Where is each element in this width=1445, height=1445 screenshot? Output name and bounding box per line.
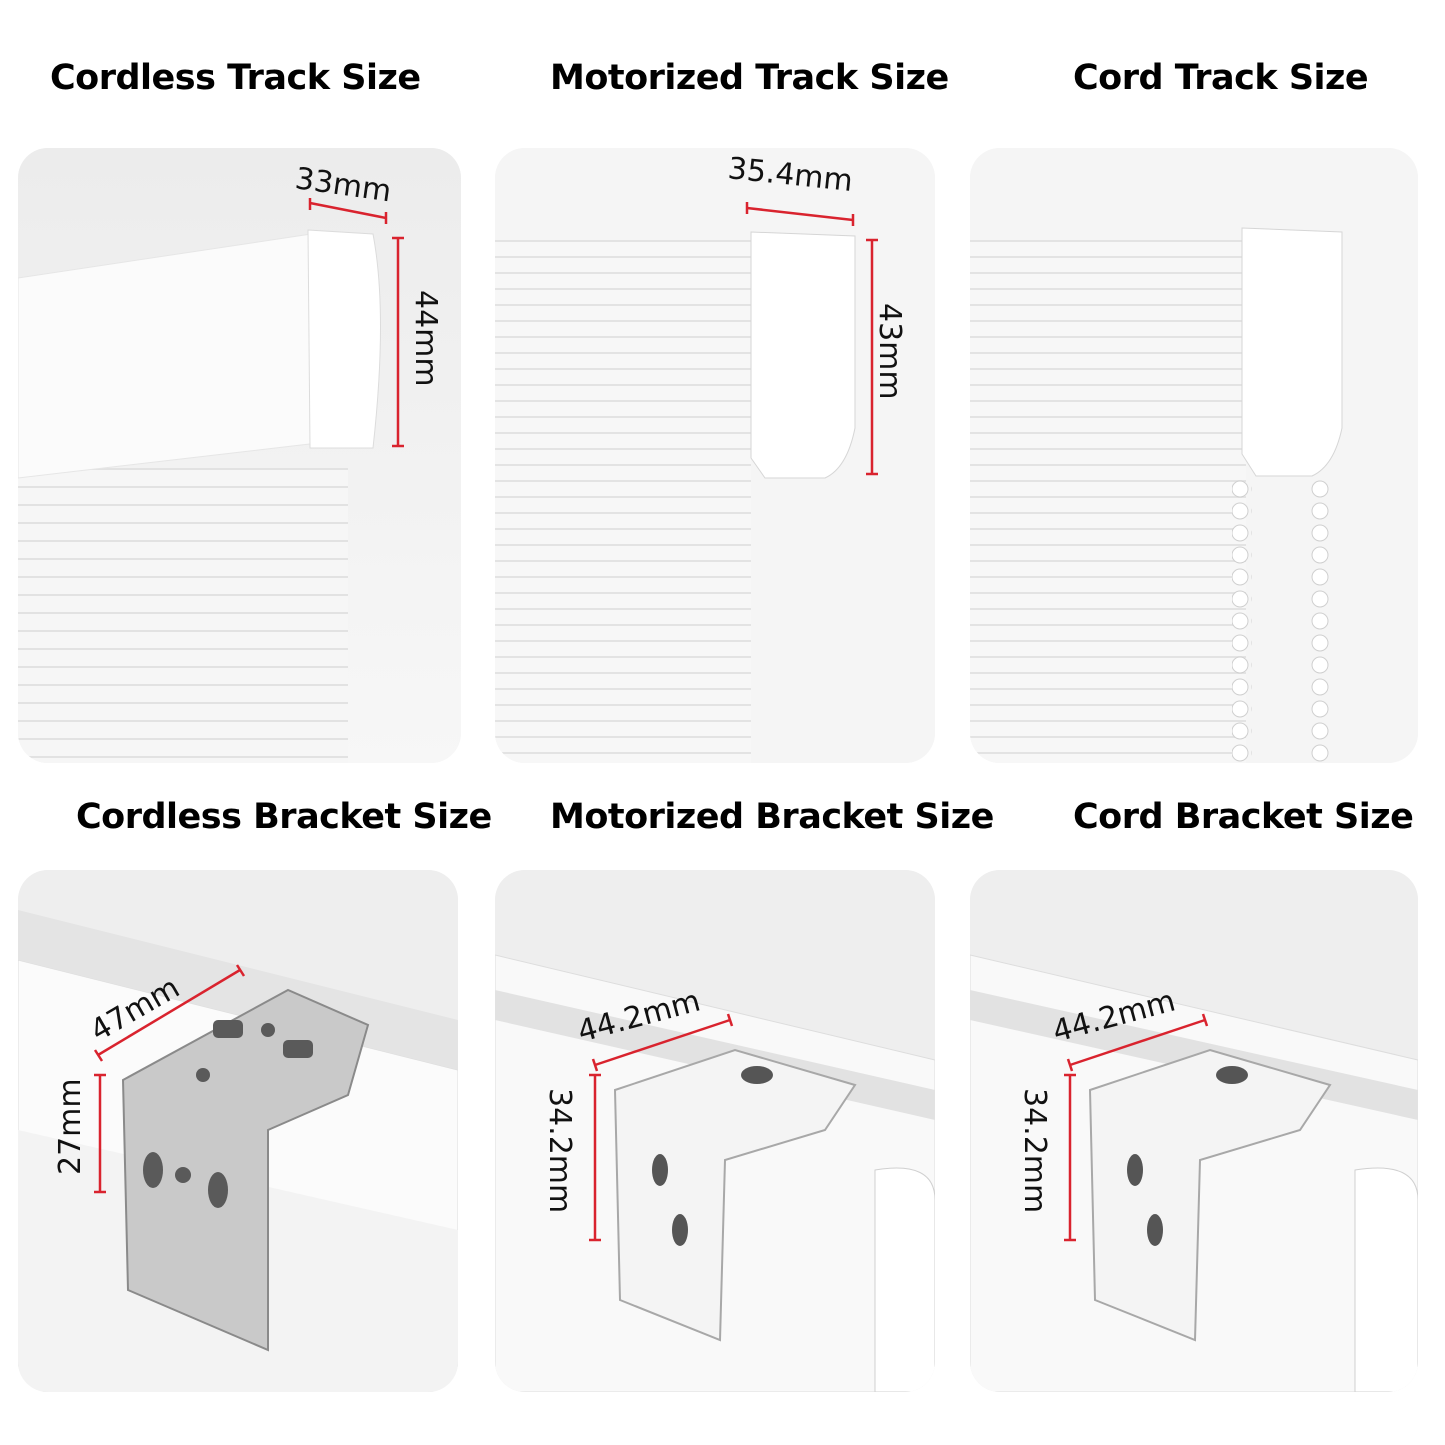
- cordless-track-height: 44mm: [408, 290, 443, 387]
- motorized-bracket-height: 34.2mm: [542, 1088, 577, 1213]
- shade-fabric: [970, 240, 1246, 763]
- bead-chain-left: [1232, 478, 1252, 763]
- cord-bracket-photo: 44.2mm 34.2mm: [970, 870, 1418, 1392]
- cord-bracket-height: 34.2mm: [1017, 1088, 1052, 1213]
- metal-bracket: [613, 1048, 857, 1342]
- cord-track-title: Cord Track Size: [1073, 58, 1369, 98]
- metal-bracket: [121, 988, 370, 1352]
- cordless-bracket-photo: 47mm 27mm: [18, 870, 458, 1392]
- cordless-track-photo: 33mm 44mm: [18, 148, 461, 763]
- motorized-track-title: Motorized Track Size: [550, 58, 949, 98]
- cordless-bracket-height: 27mm: [53, 1078, 88, 1175]
- cordless-track-title: Cordless Track Size: [50, 58, 421, 98]
- cordless-bracket-title: Cordless Bracket Size: [76, 797, 492, 837]
- end-cap: [1241, 227, 1343, 477]
- end-cap: [874, 1167, 935, 1392]
- motorized-track-photo: 35.4mm 43mm: [495, 148, 935, 763]
- shade-fabric: [495, 240, 751, 763]
- metal-bracket: [1088, 1048, 1332, 1342]
- cord-track-photo: [970, 148, 1418, 763]
- motorized-track-height: 43mm: [872, 303, 907, 400]
- motorized-bracket-photo: 44.2mm 34.2mm: [495, 870, 935, 1392]
- motorized-bracket-title: Motorized Bracket Size: [550, 797, 994, 837]
- end-cap: [750, 231, 856, 479]
- bead-chain-right: [1310, 478, 1330, 763]
- cord-bracket-title: Cord Bracket Size: [1073, 797, 1414, 837]
- end-cap: [307, 229, 381, 449]
- end-cap: [1354, 1167, 1418, 1392]
- shade-fabric: [18, 468, 348, 763]
